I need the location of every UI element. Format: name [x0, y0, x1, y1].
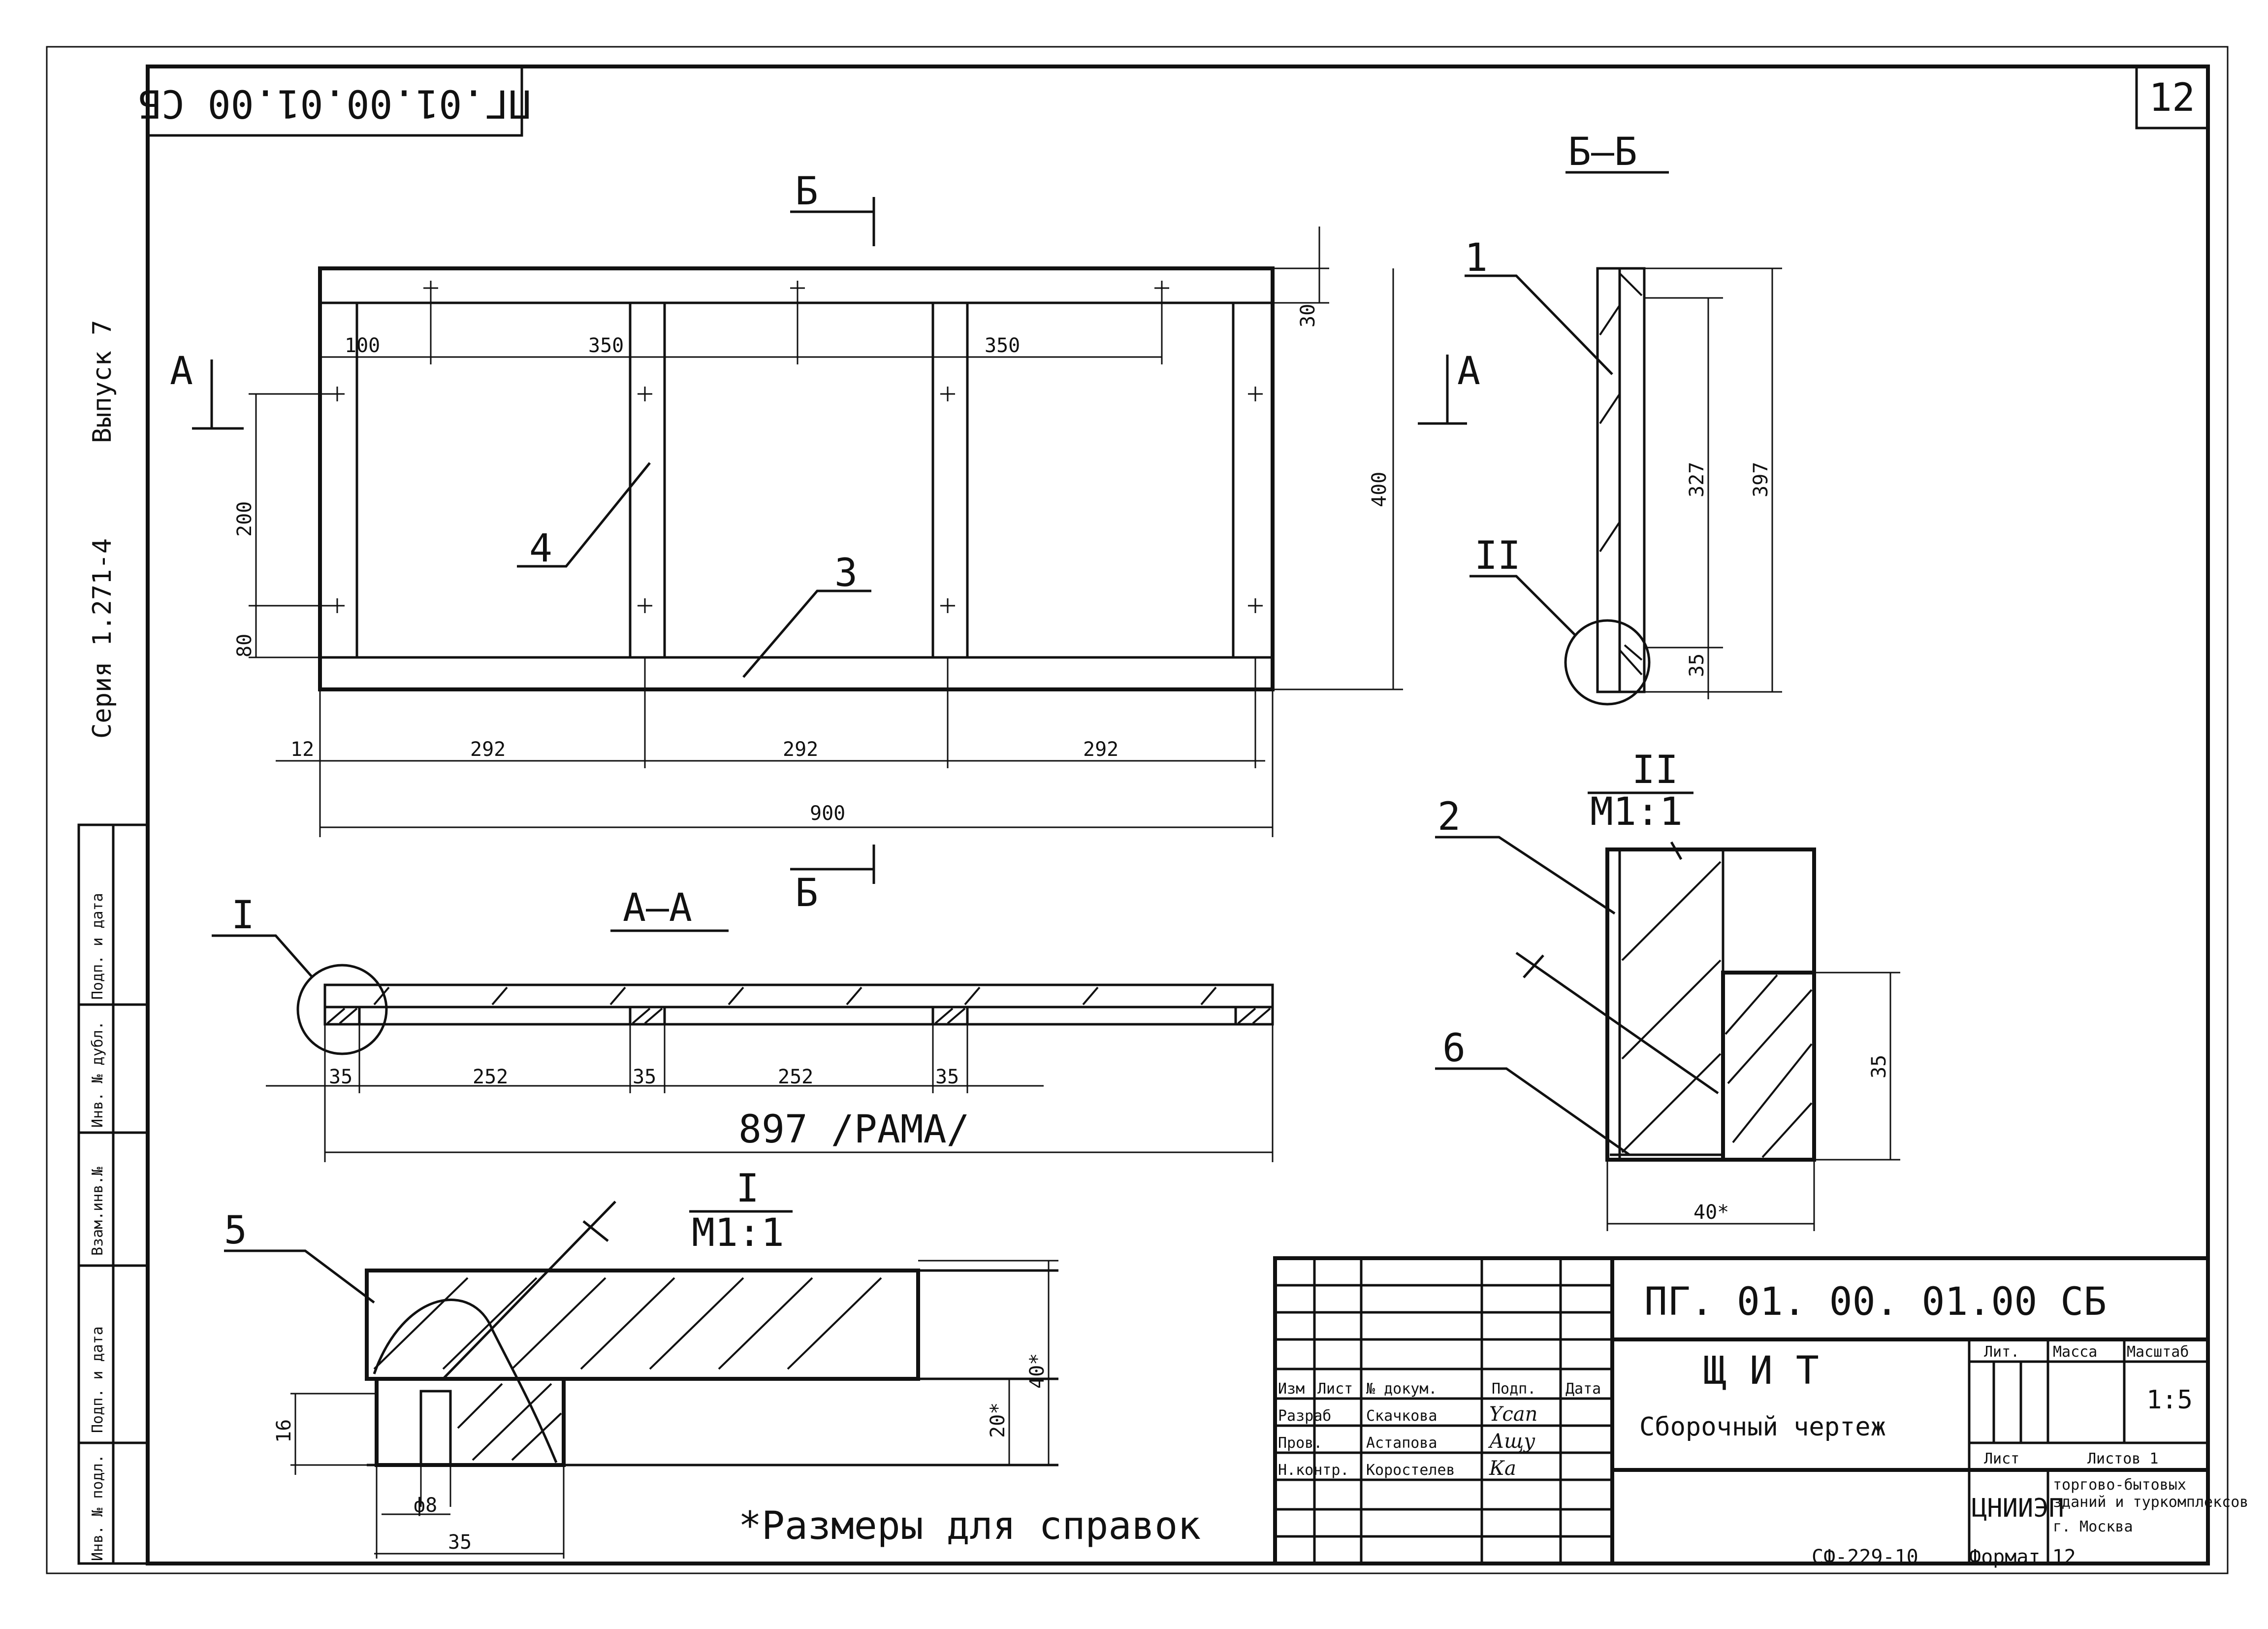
plan-view: 100 350 350 30 200 80 400 12 292 292 292…	[170, 169, 1480, 915]
svg-text:252: 252	[473, 1066, 508, 1088]
code-stamp-top: ПГ.01.00.01.00 СБ	[138, 65, 531, 137]
svg-text:900: 900	[810, 802, 845, 825]
footer-format: Формат 12	[1969, 1546, 2076, 1568]
svg-text:М1:1: М1:1	[1590, 790, 1683, 834]
svg-text:зданий и туркомплексов: зданий и туркомплексов	[2053, 1494, 2248, 1511]
svg-text:397: 397	[1750, 462, 1772, 497]
svg-text:327: 327	[1686, 462, 1708, 497]
svg-text:292: 292	[470, 738, 506, 761]
svg-text:Б–Б: Б–Б	[1568, 130, 1637, 174]
svg-text:35: 35	[1868, 1055, 1890, 1078]
footer-code: СФ-229-10	[1812, 1546, 1918, 1568]
svg-text:Щ И Т: Щ И Т	[1703, 1349, 1819, 1393]
svg-text:3: 3	[834, 551, 858, 595]
svg-text:350: 350	[985, 334, 1020, 357]
svg-text:Подп. и дата: Подп. и дата	[89, 893, 106, 1000]
svg-text:252: 252	[778, 1066, 813, 1088]
svg-text:Б: Б	[795, 169, 818, 214]
svg-text:I: I	[736, 1167, 759, 1211]
svg-text:1: 1	[1465, 236, 1488, 280]
svg-text:80: 80	[233, 634, 256, 657]
sheet-number-box: 12	[2135, 65, 2209, 130]
svg-text:Н.контр.: Н.контр.	[1278, 1462, 1349, 1479]
svg-text:Взам.инв.№: Взам.инв.№	[89, 1167, 106, 1256]
svg-text:Инв. № подл.: Инв. № подл.	[89, 1454, 106, 1561]
svg-text:I: I	[231, 893, 255, 938]
svg-text:Масса: Масса	[2053, 1343, 2097, 1361]
svg-text:торгово-бытовых: торгово-бытовых	[2053, 1476, 2186, 1494]
section-bb: Б–Б 327 397 35 1 II	[1465, 130, 1782, 706]
svg-text:ф8: ф8	[414, 1494, 437, 1517]
svg-text:Подп.: Подп.	[1492, 1380, 1536, 1398]
reference-note: *Размеры для справок	[738, 1504, 1201, 1548]
svg-text:20*: 20*	[987, 1402, 1009, 1438]
svg-text:Масштаб: Масштаб	[2127, 1343, 2189, 1361]
svg-text:ЦНИИЭП: ЦНИИЭП	[1972, 1494, 2064, 1523]
svg-text:292: 292	[1083, 738, 1118, 761]
svg-text:5: 5	[224, 1208, 247, 1253]
svg-text:А: А	[170, 349, 193, 393]
svg-text:1:5: 1:5	[2146, 1385, 2193, 1415]
svg-text:Пров.: Пров.	[1278, 1434, 1322, 1452]
svg-text:г. Москва: г. Москва	[2053, 1518, 2133, 1535]
inner-frame	[146, 65, 2210, 1565]
svg-text:350: 350	[588, 334, 624, 357]
svg-text:Дата: Дата	[1565, 1380, 1601, 1398]
svg-text:Коростелев: Коростелев	[1366, 1462, 1455, 1479]
svg-text:40*: 40*	[1693, 1201, 1729, 1224]
svg-text:Лист: Лист	[1317, 1380, 1353, 1398]
svg-text:Изм: Изм	[1278, 1380, 1305, 1398]
svg-text:Листов 1: Листов 1	[2087, 1450, 2159, 1467]
svg-text:Ка: Ка	[1489, 1457, 1516, 1480]
svg-text:Разраб: Разраб	[1278, 1407, 1331, 1425]
svg-text:292: 292	[783, 738, 818, 761]
svg-text:35: 35	[935, 1066, 959, 1088]
svg-text:II: II	[1632, 748, 1678, 792]
svg-text:2: 2	[1437, 795, 1461, 839]
svg-text:Скачкова: Скачкова	[1366, 1407, 1437, 1425]
svg-text:400: 400	[1368, 472, 1391, 507]
svg-text:35: 35	[633, 1066, 656, 1088]
svg-text:А: А	[1457, 349, 1480, 393]
svg-text:897 /РАМА/: 897 /РАМА/	[738, 1108, 970, 1152]
svg-text:Астапова: Астапова	[1366, 1434, 1437, 1452]
svg-text:30: 30	[1297, 304, 1319, 327]
side-series: Серия 1.271-4	[88, 538, 117, 739]
svg-text:М1:1: М1:1	[692, 1211, 784, 1255]
svg-text:А–А: А–А	[623, 886, 692, 930]
svg-text:ПГ.01.00.01.00 СБ: ПГ.01.00.01.00 СБ	[138, 81, 531, 126]
svg-text:Лит.: Лит.	[1984, 1343, 2019, 1361]
detail-ii: II М1:1 2 6 35	[1435, 748, 1900, 1231]
title-block: Изм Лист № докум. Подп. Дата Разраб Скач…	[1273, 1256, 2248, 1565]
svg-text:ПГ. 01. 00. 01.00 СБ: ПГ. 01. 00. 01.00 СБ	[1644, 1280, 2107, 1324]
svg-text:16: 16	[273, 1419, 295, 1443]
svg-text:Сборочный чертеж: Сборочный чертеж	[1639, 1412, 1886, 1442]
svg-text:Ycan: Ycan	[1489, 1403, 1537, 1426]
svg-text:II: II	[1474, 534, 1521, 578]
section-aa: А–А I	[212, 886, 1274, 1162]
svg-text:4: 4	[529, 526, 552, 571]
svg-text:Б: Б	[795, 871, 818, 915]
svg-text:12: 12	[2149, 76, 2195, 120]
outer-frame	[46, 46, 2229, 1574]
svg-text:12: 12	[290, 738, 314, 761]
svg-text:35: 35	[1686, 653, 1708, 677]
svg-text:35: 35	[448, 1531, 472, 1554]
svg-text:40*: 40*	[1026, 1353, 1049, 1389]
svg-text:Лист: Лист	[1984, 1450, 2019, 1467]
svg-text:200: 200	[233, 501, 256, 537]
svg-text:Подп. и дата: Подп. и дата	[89, 1326, 106, 1433]
svg-text:100: 100	[345, 334, 380, 357]
svg-text:Ащу: Ащу	[1488, 1430, 1535, 1453]
side-issue: Выпуск 7	[88, 320, 117, 443]
svg-text:Инв. № дубл.: Инв. № дубл.	[89, 1021, 106, 1128]
svg-text:№ докум.: № докум.	[1366, 1380, 1437, 1398]
svg-text:6: 6	[1442, 1026, 1466, 1071]
detail-i: I М1:1 5	[224, 1167, 1058, 1559]
svg-text:35: 35	[329, 1066, 352, 1088]
left-stamp-columns: Инв. № подл. Подп. и дата Взам.инв.№ Инв…	[77, 823, 149, 1565]
